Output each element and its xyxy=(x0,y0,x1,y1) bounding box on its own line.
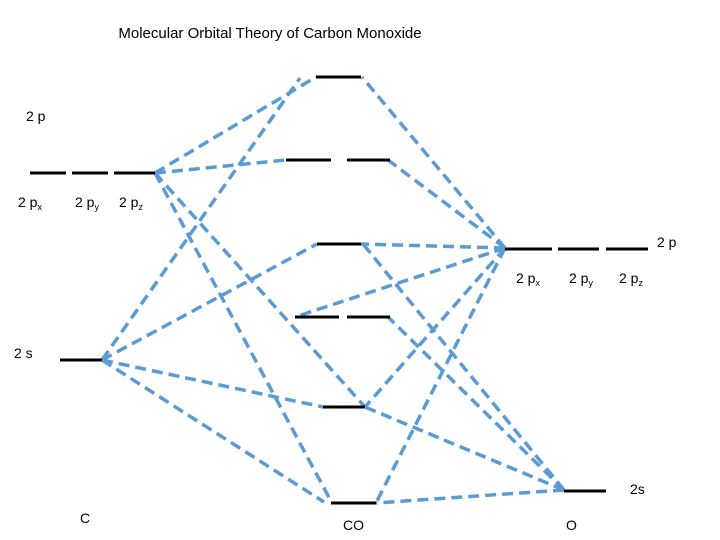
line-o2p-to-pi-star xyxy=(386,158,507,250)
line-o2s-to-pi xyxy=(386,315,566,492)
line-c2s-to-sigma-p xyxy=(101,242,318,362)
line-o2p-to-sigma-low xyxy=(374,247,507,504)
line-o2p-to-sigma-nb xyxy=(363,246,507,409)
carbon-2s-label: 2 s xyxy=(14,345,33,361)
line-o2s-to-sigma-low xyxy=(375,488,565,505)
oxygen-2pz-label: 2 pz xyxy=(619,270,643,288)
oxygen-2px-label: 2 px xyxy=(516,270,540,288)
oxygen-2py-label: 2 py xyxy=(569,270,593,288)
oxygen-2s-label: 2s xyxy=(630,481,645,497)
line-c2p-to-pi-star xyxy=(154,158,287,175)
line-c2p-to-sigma-low xyxy=(153,172,334,504)
co-molecular-orbitals xyxy=(286,75,390,505)
line-o2p-to-pi xyxy=(294,246,506,319)
carbon-2py-label: 2 py xyxy=(75,194,99,212)
oxygen-atom-label: O xyxy=(566,517,577,533)
correlation-lines xyxy=(100,75,566,505)
carbon-2px-label: 2 px xyxy=(18,194,42,212)
line-o2p-to-sigma-star xyxy=(360,75,507,250)
carbon-2p-group-label: 2 p xyxy=(26,108,46,124)
line-o2s-to-sigma-nb xyxy=(364,405,565,492)
line-o2p-to-sigma-p xyxy=(360,242,506,250)
line-c2p-to-sigma-nb xyxy=(153,171,367,409)
oxygen-orbitals xyxy=(505,247,648,493)
line-c2s-to-sigma-star xyxy=(100,76,302,362)
molecule-label: CO xyxy=(343,517,364,533)
carbon-orbitals xyxy=(30,171,155,362)
carbon-2pz-label: 2 pz xyxy=(119,194,143,212)
line-c2s-to-sigma-low xyxy=(101,358,325,504)
diagram-title: Molecular Orbital Theory of Carbon Monox… xyxy=(118,25,421,42)
carbon-atom-label: C xyxy=(80,510,90,526)
oxygen-2p-group-label: 2 p xyxy=(657,234,677,250)
line-c2s-to-sigma-nb xyxy=(101,358,324,409)
line-o2s-to-sigma-p xyxy=(361,242,566,492)
